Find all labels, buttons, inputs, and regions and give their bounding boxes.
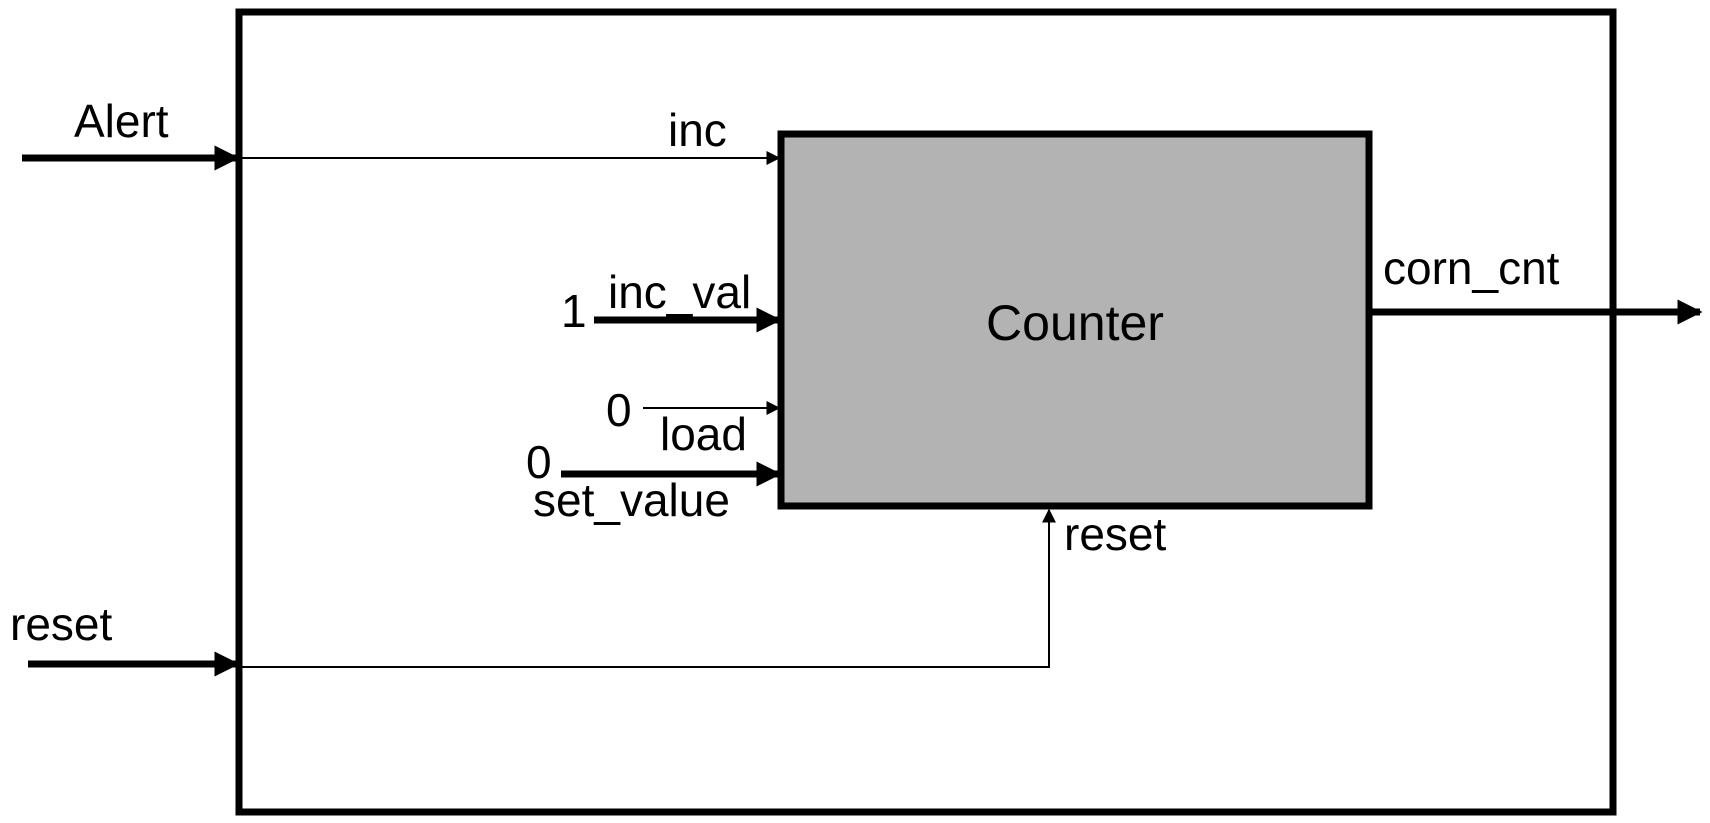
counter-block xyxy=(777,130,1373,510)
inc-port-label: inc xyxy=(668,104,727,156)
load-port-label: load xyxy=(660,408,747,460)
reset-wire xyxy=(239,508,1056,668)
set-value-constant: 0 xyxy=(526,436,552,488)
inc-val-port-label: inc_val xyxy=(608,266,751,318)
alert-input-label: Alert xyxy=(74,95,169,147)
reset-input-label: reset xyxy=(10,598,112,650)
counter-title: Counter xyxy=(986,295,1164,351)
corn-cnt-output-label: corn_cnt xyxy=(1383,242,1560,294)
set-value-port-label: set_value xyxy=(533,474,730,526)
load-constant: 0 xyxy=(606,384,632,436)
inc-val-constant: 1 xyxy=(561,285,587,337)
outer-module-box xyxy=(235,8,1617,816)
reset-port-label: reset xyxy=(1064,508,1166,560)
